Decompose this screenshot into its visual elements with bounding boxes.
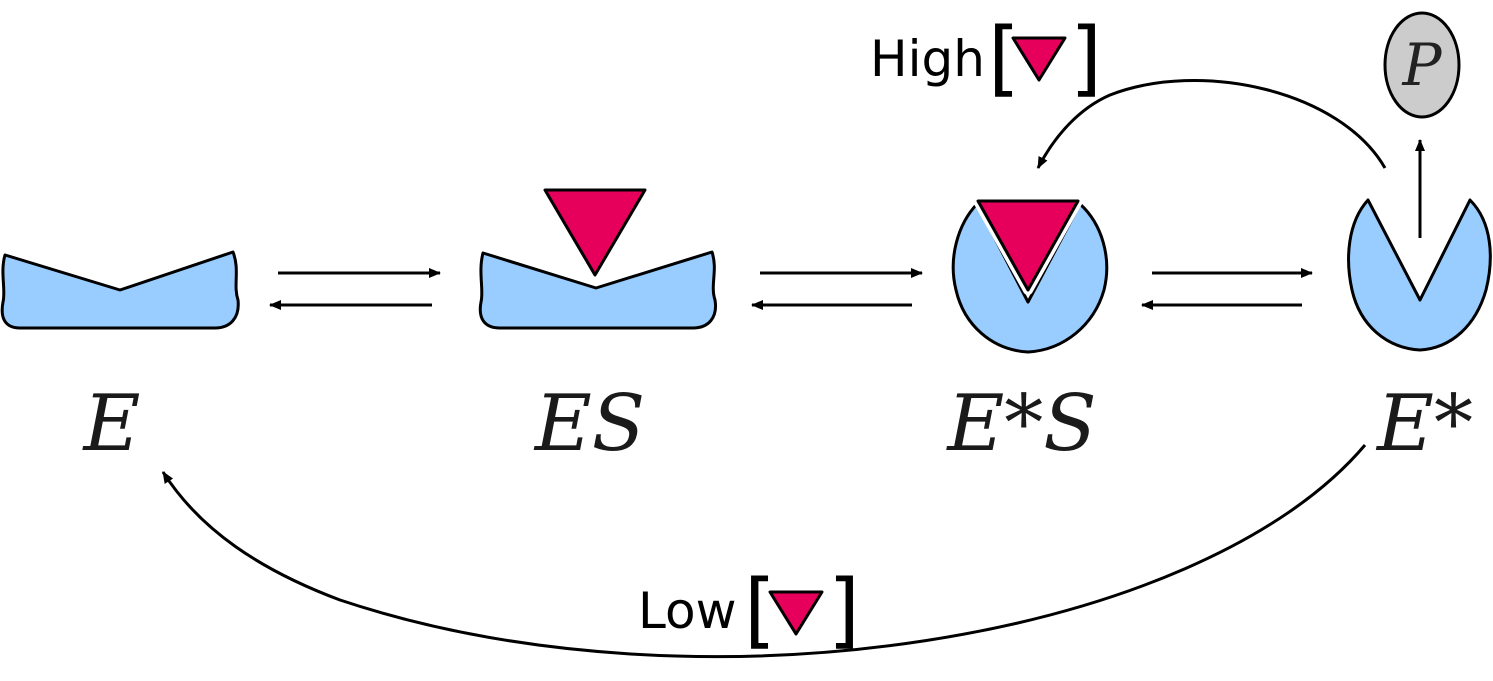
low-bracket-close: ]: [828, 563, 860, 658]
low-substrate-icon: [768, 590, 824, 636]
product-label: P: [1401, 31, 1442, 99]
low-concentration-label: Low [ ]: [638, 563, 860, 658]
enzyme-estar-shape: [1347, 198, 1492, 352]
high-concentration-label: High [ ]: [870, 11, 1102, 106]
low-bracket-open: [: [744, 563, 776, 658]
equilibrium-arrows-es-estar-s: [751, 268, 923, 310]
high-bracket-close: ]: [1070, 11, 1102, 106]
equilibrium-arrows-estar-s-estar: [1141, 268, 1313, 310]
substrate-estar-s-triangle: [973, 196, 1083, 295]
low-pathway-arrow: [161, 444, 1367, 659]
high-label-text: High: [870, 30, 985, 88]
high-bracket-open: [: [988, 11, 1020, 106]
enzyme-e-shape: [0, 250, 240, 330]
low-label-text: Low: [638, 582, 736, 640]
state-label-estar: E*: [1375, 379, 1473, 469]
state-label-es: ES: [533, 379, 645, 469]
equilibrium-arrows-e-es: [269, 268, 441, 310]
state-label-e: E: [82, 379, 141, 469]
high-pathway-arrow: [1036, 79, 1387, 169]
state-label-estar-s: E*S: [945, 379, 1096, 469]
enzyme-estar-s-shape: [951, 202, 1109, 354]
enzyme-es-shape: [478, 250, 718, 330]
product-ellipse: [1383, 11, 1461, 119]
high-substrate-icon: [1011, 36, 1067, 82]
substrate-es-triangle: [543, 188, 647, 277]
